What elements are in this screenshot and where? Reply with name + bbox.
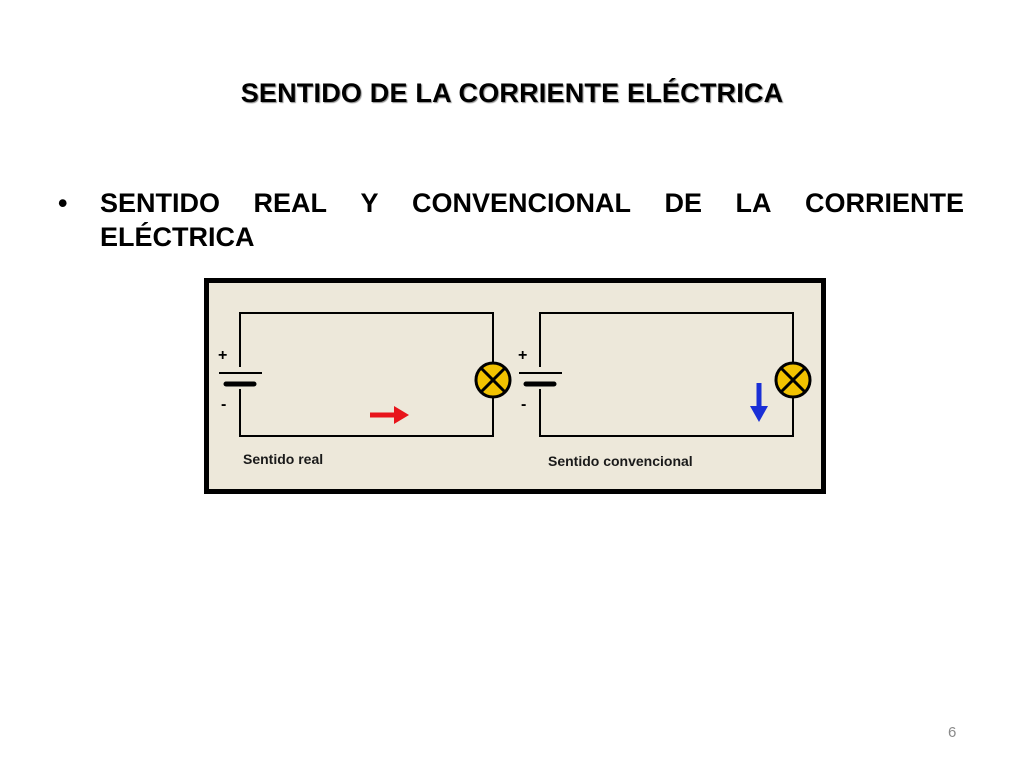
bullet-text: SENTIDO REAL Y CONVENCIONAL DE LA CORRIE…: [100, 186, 964, 254]
bullet-word: CONVENCIONAL: [411, 188, 631, 218]
bullet-symbol: •: [58, 188, 68, 218]
battery-plus-label: +: [218, 347, 227, 364]
bullet-word: Y: [360, 188, 379, 218]
bullet-word: REAL: [253, 188, 328, 218]
circuit-conventional: + - Sentido convencional: [518, 312, 812, 469]
circuit-caption: Sentido convencional: [548, 453, 693, 469]
bullet-word: LA: [735, 188, 772, 218]
arrow-down-icon: [750, 383, 768, 422]
bullet-word: DE: [664, 188, 702, 218]
lamp-icon: [474, 361, 512, 399]
battery-minus-label: -: [521, 396, 526, 413]
circuit-real: + - Sentido real: [218, 312, 512, 467]
bullet-line-2: ELÉCTRICA: [100, 222, 255, 252]
bullet-word: SENTIDO: [100, 188, 221, 218]
battery-minus-label: -: [221, 396, 226, 413]
slide-title: SENTIDO DE LA CORRIENTE ELÉCTRICA: [240, 78, 784, 108]
arrow-right-icon: [370, 406, 409, 424]
bullet-word: CORRIENTE: [804, 188, 964, 218]
lamp-icon: [774, 361, 812, 399]
circuit-wire: [539, 312, 794, 437]
battery-plus-label: +: [518, 347, 527, 364]
bullet-item: • SENTIDO REAL Y CONVENCIONAL DE LA CORR…: [58, 186, 964, 254]
circuit-wire: [239, 312, 494, 437]
circuit-diagram: + - Sentido real +: [204, 278, 826, 494]
page-number: 6: [948, 724, 957, 741]
circuit-diagram-svg: + - Sentido real +: [218, 312, 812, 469]
circuit-caption: Sentido real: [243, 451, 323, 467]
bullet-line-1: SENTIDO REAL Y CONVENCIONAL DE LA CORRIE…: [100, 186, 964, 220]
